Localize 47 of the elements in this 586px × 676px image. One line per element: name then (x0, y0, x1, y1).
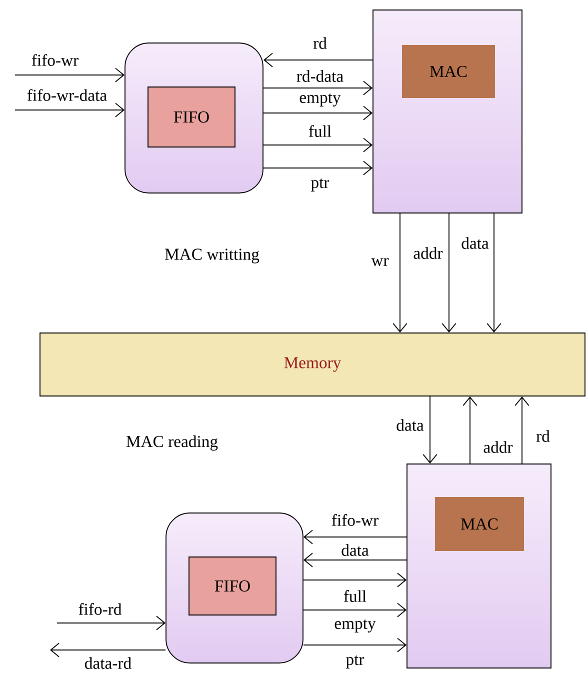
fifo-box: FIFO (188, 556, 276, 616)
edge-label: rd (536, 430, 550, 442)
arrow (442, 213, 456, 333)
arrow (14, 68, 125, 82)
arrow (263, 138, 373, 152)
arrow (14, 102, 125, 118)
arrow (486, 213, 502, 333)
arrow (303, 572, 407, 588)
arrow (514, 396, 530, 464)
edge-label: full (308, 125, 332, 137)
arrow (462, 396, 478, 464)
arrow (392, 213, 408, 333)
arrow (303, 530, 407, 544)
edge-label: fifo-wr (32, 54, 78, 66)
edge-label: full (344, 590, 366, 602)
edge-label: rd (313, 37, 327, 49)
edge-label: ptr (311, 178, 330, 192)
arrow (303, 638, 407, 652)
edge-label: rd-data (296, 70, 344, 82)
fifo-box: FIFO (148, 86, 236, 148)
arrow (50, 642, 166, 658)
memory-bar: Memory (40, 332, 586, 396)
edge-label: empty (334, 620, 376, 632)
section-label: MAC writting (165, 248, 260, 264)
edge-label: data (396, 419, 424, 431)
edge-label: data (342, 544, 369, 556)
arrow (303, 552, 407, 568)
arrow (263, 160, 373, 176)
arrow (263, 80, 373, 96)
edge-label: fifo-wr (332, 514, 378, 526)
arrow (303, 602, 407, 618)
edge-label: data (462, 237, 489, 249)
arrow (263, 106, 373, 120)
edge-label: wr (371, 258, 389, 266)
edge-label: data-rd (85, 657, 132, 669)
edge-label: ptr (346, 656, 364, 668)
edge-label: fifo-wr-data (27, 89, 107, 101)
edge-label: fifo-rd (78, 603, 122, 615)
edge-label: empty (300, 94, 341, 106)
mac-box: MAC (402, 45, 495, 98)
arrow (263, 52, 373, 68)
edge-label: addr (414, 247, 443, 259)
edge-label: addr (484, 441, 513, 453)
section-label: MAC reading (126, 435, 218, 451)
arrow (422, 396, 438, 464)
arrow (56, 616, 166, 630)
mac-box: MAC (435, 497, 524, 551)
